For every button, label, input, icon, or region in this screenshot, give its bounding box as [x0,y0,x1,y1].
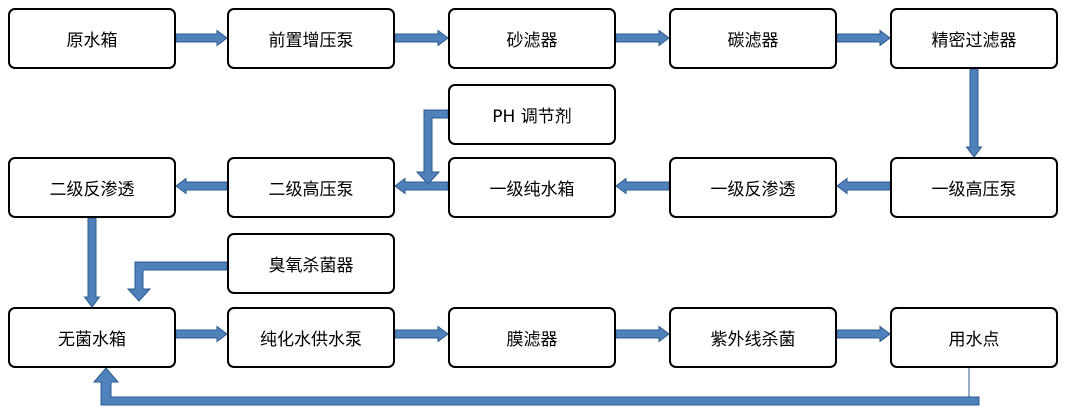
node-stage2-hp-pump: 二级高压泵 [227,157,395,218]
arrow-ph-to-line [415,109,449,185]
node-pre-booster-pump: 前置增压泵 [227,8,395,69]
node-pure-supply-pump: 纯化水供水泵 [227,307,395,368]
arrow-return-loop [92,367,980,406]
arrow-sterile-to-supply [175,325,228,343]
arrow-ozone-to-sterile [126,261,228,302]
node-stage1-hp-pump: 一级高压泵 [890,157,1058,218]
node-stage1-ro: 一级反渗透 [669,157,837,218]
node-sterile-tank: 无菌水箱 [8,307,176,368]
arrow-hp2-to-ro2 [175,177,228,195]
node-sand-filter: 砂滤器 [448,8,616,69]
node-stage2-ro: 二级反渗透 [8,157,176,218]
node-precision-filter: 精密过滤器 [890,8,1058,69]
arrow-hp1-to-ro1 [836,177,891,195]
node-uv-sterilizer: 紫外线杀菌 [669,307,837,368]
node-stage1-pure-tank: 一级纯水箱 [448,157,616,218]
arrow-raw-to-pump [175,29,228,47]
arrow-precision-to-hp1 [965,68,983,158]
arrow-carbon-to-precision [836,29,891,47]
node-raw-tank: 原水箱 [8,8,176,69]
node-carbon-filter: 碳滤器 [669,8,837,69]
arrow-ro2-to-sterile [83,217,101,308]
arrow-ro1-to-tank1 [615,177,670,195]
node-membrane-filter: 膜滤器 [448,307,616,368]
arrow-supply-to-membrane [394,325,449,343]
arrow-uv-to-use [836,325,891,343]
node-ozone-sterilizer: 臭氧杀菌器 [227,233,395,294]
arrow-sand-to-carbon [615,29,670,47]
arrow-pump-to-sand [394,29,449,47]
node-ph-regulator: PH 调节剂 [448,84,616,145]
node-use-point: 用水点 [890,307,1058,368]
arrow-membrane-to-uv [615,325,670,343]
arrow-tank1-to-hp2 [394,177,449,195]
